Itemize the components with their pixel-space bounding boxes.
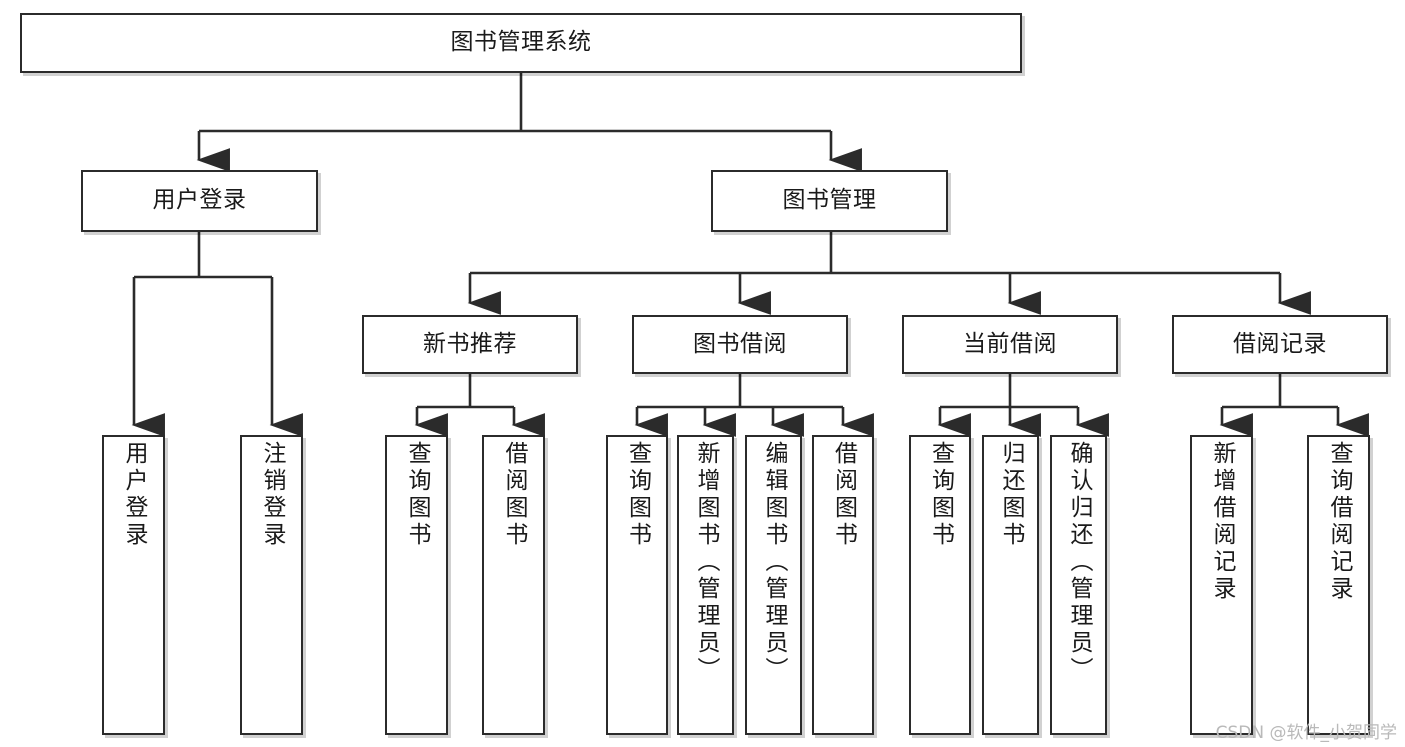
node-book-manage-label: 图书管理	[782, 187, 877, 214]
node-leaf-record-add[interactable]: 新增借阅记录	[1190, 435, 1253, 735]
node-leaf-borrow-addbook[interactable]: 新增图书（管理员）	[677, 435, 734, 735]
node-leaf-user-login[interactable]: 用户登录	[102, 435, 165, 735]
node-leaf-newbook-query[interactable]: 查询图书	[385, 435, 448, 735]
node-current-borrow-label: 当前借阅	[963, 330, 1057, 357]
node-current-borrow[interactable]: 当前借阅	[902, 315, 1118, 374]
watermark: CSDN @软件_小贺同学	[1215, 723, 1397, 743]
node-leaf-current-query-label: 查询图书	[927, 441, 954, 549]
node-user-login[interactable]: 用户登录	[81, 170, 318, 232]
node-leaf-current-confirm-return-label: 确认归还（管理员）	[1066, 441, 1092, 684]
node-leaf-current-return[interactable]: 归还图书	[982, 435, 1039, 735]
node-leaf-borrow-addbook-label: 新增图书（管理员）	[693, 441, 719, 684]
node-leaf-current-return-label: 归还图书	[998, 441, 1024, 549]
node-book-manage[interactable]: 图书管理	[711, 170, 948, 232]
node-user-login-label: 用户登录	[152, 187, 247, 214]
node-root[interactable]: 图书管理系统	[20, 13, 1022, 73]
node-leaf-user-logout[interactable]: 注销登录	[240, 435, 303, 735]
node-leaf-newbook-borrow[interactable]: 借阅图书	[482, 435, 545, 735]
node-leaf-borrow-borrowbook-label: 借阅图书	[830, 441, 857, 549]
node-borrow-record-label: 借阅记录	[1233, 330, 1327, 357]
node-root-label: 图书管理系统	[450, 29, 592, 56]
node-leaf-borrow-borrowbook[interactable]: 借阅图书	[812, 435, 874, 735]
node-leaf-borrow-query[interactable]: 查询图书	[606, 435, 668, 735]
node-leaf-user-login-label: 用户登录	[121, 441, 147, 549]
node-leaf-record-query[interactable]: 查询借阅记录	[1307, 435, 1370, 735]
node-new-book-recommend-label: 新书推荐	[423, 330, 517, 357]
node-new-book-recommend[interactable]: 新书推荐	[362, 315, 578, 374]
node-leaf-current-query[interactable]: 查询图书	[909, 435, 971, 735]
node-leaf-record-query-label: 查询借阅记录	[1326, 441, 1352, 603]
node-leaf-current-confirm-return[interactable]: 确认归还（管理员）	[1050, 435, 1107, 735]
node-leaf-newbook-query-label: 查询图书	[404, 441, 430, 549]
node-leaf-user-logout-label: 注销登录	[259, 441, 285, 549]
node-leaf-newbook-borrow-label: 借阅图书	[501, 441, 527, 549]
node-leaf-borrow-editbook-label: 编辑图书（管理员）	[761, 441, 787, 684]
node-book-borrow-label: 图书借阅	[693, 330, 787, 357]
node-borrow-record[interactable]: 借阅记录	[1172, 315, 1388, 374]
node-leaf-borrow-query-label: 查询图书	[624, 441, 651, 549]
node-leaf-record-add-label: 新增借阅记录	[1209, 441, 1235, 603]
node-book-borrow[interactable]: 图书借阅	[632, 315, 848, 374]
node-leaf-borrow-editbook[interactable]: 编辑图书（管理员）	[745, 435, 802, 735]
